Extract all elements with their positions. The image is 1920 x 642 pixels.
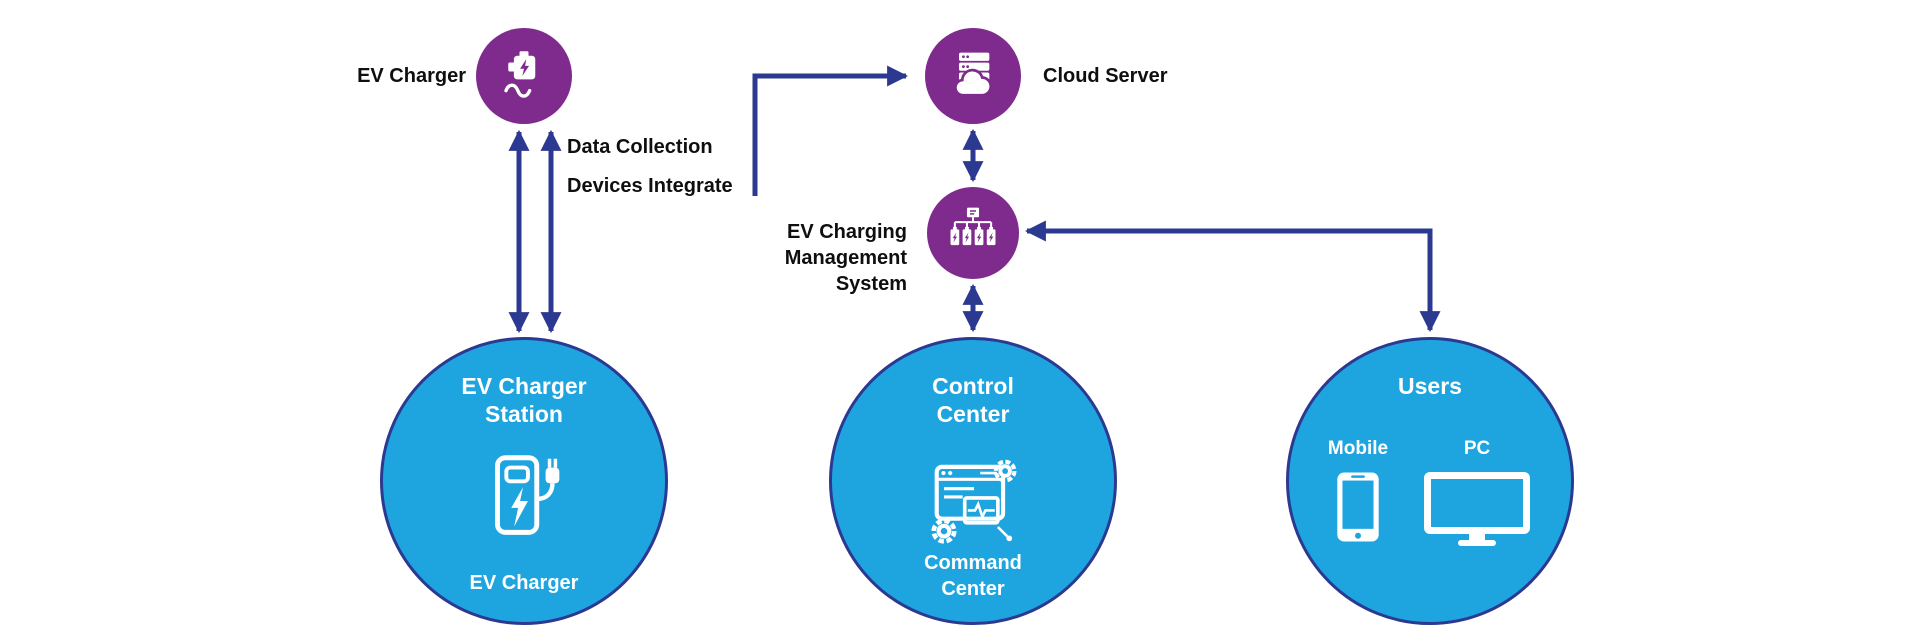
users-node: Users Mobile PC [1286, 337, 1574, 625]
arrow-to-cloud-server [752, 65, 909, 196]
ev-charger-node [476, 28, 572, 124]
cloud-server-icon [954, 52, 993, 97]
station-subtitle: EV Charger [469, 572, 579, 594]
ev-charger-label: EV Charger [357, 65, 466, 87]
users-devices: Mobile PC [1289, 438, 1571, 546]
control-center-subtitle: Command Center [924, 552, 1022, 600]
data-collection-label: Data Collection [567, 136, 713, 158]
mobile-column: Mobile [1328, 438, 1388, 546]
control-center-title: Control Center [932, 373, 1014, 427]
cms-label: EV Charging Management System [784, 221, 907, 295]
devices-integrate-label: Devices Integrate [567, 175, 733, 197]
charging-station-icon [495, 455, 560, 535]
arrow-cms-to-users [1024, 220, 1441, 333]
mobile-label: Mobile [1327, 438, 1389, 459]
pc-label: PC [1463, 438, 1491, 459]
command-center-icon [931, 459, 1017, 544]
station-title: EV Charger Station [461, 373, 587, 427]
ev-charger-station-node: EV Charger Station EV Charger [380, 337, 668, 625]
pc-column: PC [1422, 438, 1532, 546]
pc-monitor-icon [1424, 472, 1531, 546]
mobile-phone-icon [1337, 472, 1379, 542]
cloud-server-node [925, 28, 1021, 124]
users-title: Users [1398, 373, 1462, 399]
cloud-server-label: Cloud Server [1043, 65, 1168, 87]
control-center-node: Control Center Command Center [829, 337, 1117, 625]
ev-charger-icon [504, 51, 536, 98]
cms-node [927, 187, 1019, 279]
charging-management-icon [950, 207, 996, 246]
